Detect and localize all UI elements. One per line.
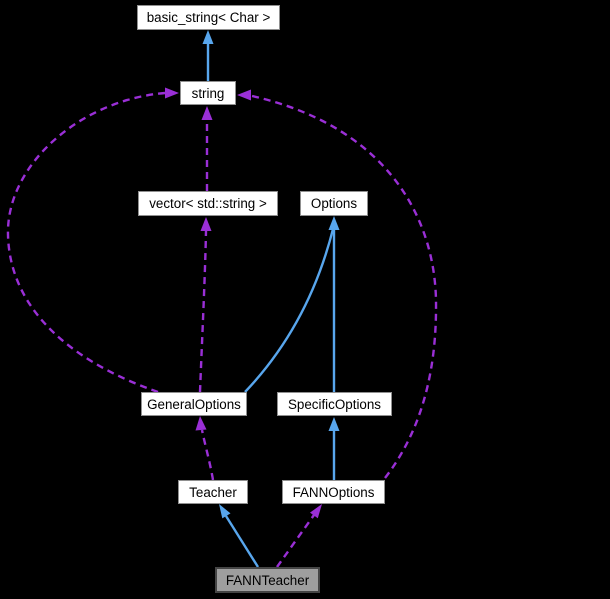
edge-fannoptions-to-specificoptions	[328, 417, 340, 480]
edge-line	[200, 429, 215, 481]
arrowhead	[165, 87, 179, 99]
node-specificoptions[interactable]: SpecificOptions	[277, 392, 392, 416]
arrowhead	[237, 89, 251, 101]
edge-line	[244, 228, 335, 393]
edge-generaloptions-to-vector	[198, 217, 212, 393]
edge-vector-to-string	[201, 106, 213, 191]
edge-line	[198, 230, 208, 393]
node-string[interactable]: string	[180, 81, 236, 105]
edge-line	[6, 91, 166, 394]
arrowhead	[328, 216, 340, 230]
edge-line	[276, 514, 315, 568]
edge-line	[251, 94, 438, 479]
edge-generaloptions-to-string	[6, 87, 179, 394]
node-vector-std-string[interactable]: vector< std::string >	[138, 191, 278, 216]
arrowhead	[219, 504, 231, 519]
arrowhead	[195, 416, 207, 431]
arrowhead	[201, 106, 213, 120]
edge-string-to-basic-string	[202, 30, 214, 81]
node-options[interactable]: Options	[300, 191, 368, 216]
arrowhead	[202, 30, 214, 44]
edge-specificoptions-to-options	[328, 216, 340, 392]
node-fannoptions[interactable]: FANNOptions	[282, 480, 385, 504]
arrowhead	[328, 417, 340, 431]
arrowhead	[200, 217, 212, 231]
node-fannteacher-current: FANNTeacher	[215, 567, 320, 593]
edge-fannoptions-to-string	[237, 89, 438, 479]
arrowhead	[310, 504, 322, 519]
node-generaloptions[interactable]: GeneralOptions	[141, 392, 247, 416]
edge-fannteacher-to-fannoptions	[276, 504, 322, 568]
edge-line	[224, 515, 260, 568]
edge-fannteacher-to-teacher	[219, 504, 260, 568]
node-basic-string[interactable]: basic_string< Char >	[137, 5, 280, 30]
edge-teacher-to-generaloptions	[195, 416, 215, 481]
edge-generaloptions-to-options	[244, 228, 335, 393]
node-teacher[interactable]: Teacher	[178, 480, 248, 504]
